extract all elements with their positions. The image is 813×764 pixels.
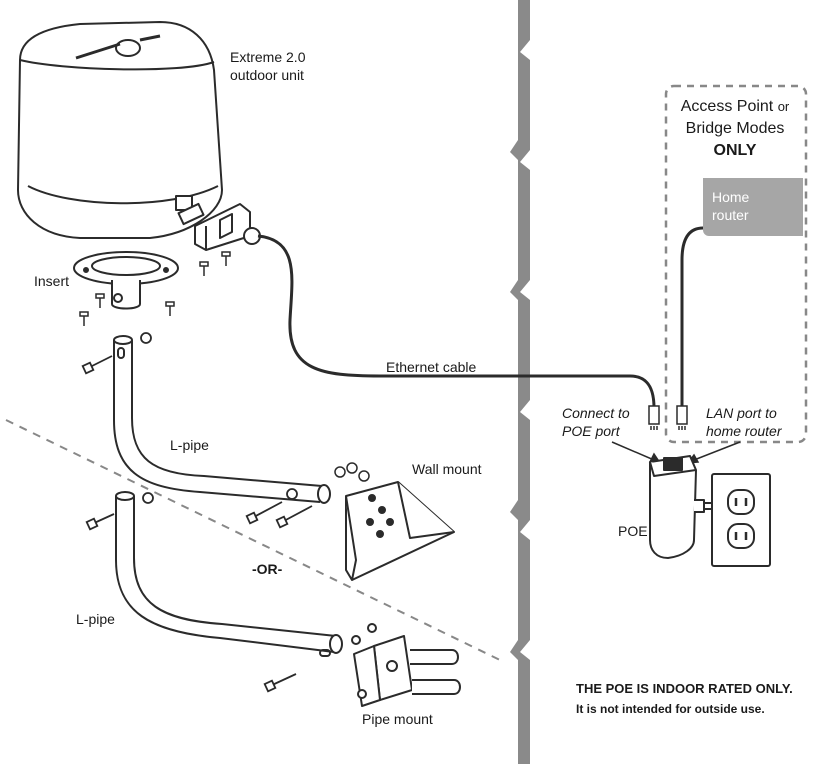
wall-mount xyxy=(345,481,455,581)
insert xyxy=(73,251,179,310)
outdoor-unit xyxy=(17,21,223,239)
l-pipe-top-label: L-pipe xyxy=(170,437,209,453)
l-pipe-bottom-bolts xyxy=(85,492,297,693)
lan-port-label: LAN port to home router xyxy=(706,405,782,439)
poe-label: POE xyxy=(618,523,648,539)
wall-outlet xyxy=(711,473,771,567)
ethernet-plug-router xyxy=(676,405,688,430)
or-label: -OR- xyxy=(252,561,283,577)
insert-screws xyxy=(79,293,175,326)
home-router-box xyxy=(703,178,803,236)
poe-injector xyxy=(649,455,712,559)
access-point-line1: Access Point xyxy=(680,98,774,115)
ethernet-cable xyxy=(257,234,656,409)
home-router-label: Home router xyxy=(712,189,750,223)
access-point-line2: Bridge Modes xyxy=(685,120,785,137)
or-divider xyxy=(5,419,501,661)
l-pipe-top-bolts xyxy=(81,332,313,529)
l-pipe-top xyxy=(113,335,331,504)
wall xyxy=(510,0,530,764)
unit-screws xyxy=(199,251,231,276)
ethernet-cable-label: Ethernet cable xyxy=(386,359,477,375)
pipe-mount-label: Pipe mount xyxy=(362,711,433,727)
insert-label: Insert xyxy=(34,273,70,289)
access-point-title: Access Point or Bridge Modes ONLY xyxy=(668,96,802,162)
access-point-line3: ONLY xyxy=(713,142,757,159)
wall-mount-nuts xyxy=(334,462,370,482)
connector-bracket xyxy=(177,202,261,251)
wall-mount-label: Wall mount xyxy=(412,461,482,477)
connect-to-poe-label: Connect to POE port xyxy=(562,405,630,439)
l-pipe-bottom-label: L-pipe xyxy=(76,611,115,627)
access-point-or: or xyxy=(777,99,790,114)
router-cable xyxy=(680,226,704,408)
ethernet-plug-poe xyxy=(648,405,660,430)
pipe-mount xyxy=(351,623,461,707)
notice-line-1: THE POE IS INDOOR RATED ONLY. xyxy=(576,681,793,696)
notice-line-2: It is not intended for outside use. xyxy=(576,702,765,716)
access-point-box xyxy=(664,84,808,444)
outdoor-unit-label: Extreme 2.0 outdoor unit xyxy=(230,49,306,83)
l-pipe-bottom xyxy=(115,491,343,657)
